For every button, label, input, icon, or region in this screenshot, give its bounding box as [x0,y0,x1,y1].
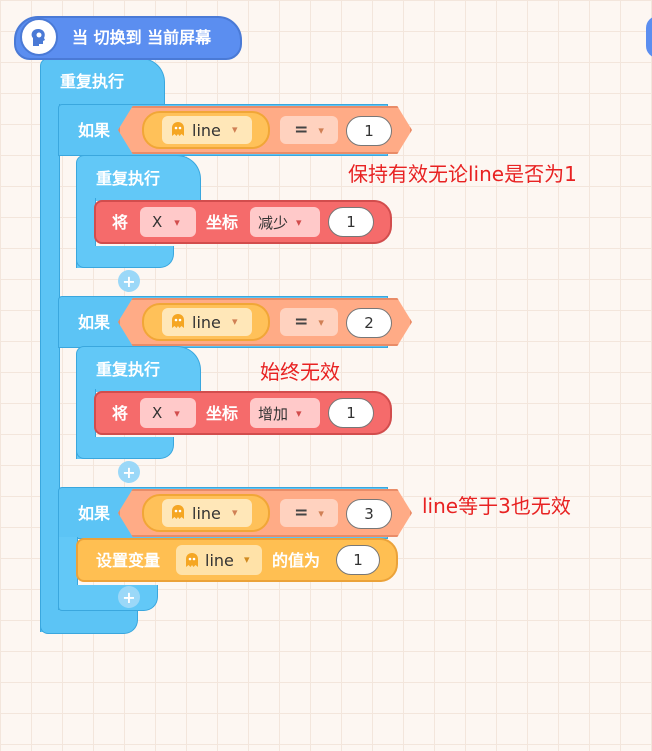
chevron-down-icon: ▾ [232,123,238,136]
if2-inner-loop-label: 重复执行 [96,360,161,379]
set-variable-label: 设置变量 [96,551,161,570]
ghost-icon [170,121,186,137]
if2-var-name: line [192,313,221,332]
plus-icon[interactable]: + [118,586,140,608]
if3-label: 如果 [78,504,111,523]
chevron-down-icon: ▾ [232,315,238,328]
if3-bottom[interactable] [58,585,158,611]
event-label: 当 切换到 当前屏幕 [72,28,212,47]
if3-var-name: line [192,504,221,523]
if1-value-input[interactable]: 1 [346,116,392,146]
chevron-down-icon: ▾ [232,506,238,519]
if1-axis-dropdown[interactable]: X▾ [140,207,196,237]
if1-inner-loop-label: 重复执行 [96,169,161,188]
chevron-down-icon: ▾ [318,506,324,520]
chevron-down-icon: ▾ [296,406,302,420]
if3-operator: = [294,503,309,523]
head-brain-icon [20,18,58,56]
if2-inner-loop-bottom[interactable] [76,437,174,459]
if1-coord-label: 坐标 [206,213,239,232]
chevron-down-icon: ▾ [174,215,180,229]
ghost-icon [184,552,200,568]
if1-var-name: line [192,121,221,140]
if3-operator-dropdown[interactable]: =▾ [280,499,338,527]
if2-operator-dropdown[interactable]: =▾ [280,308,338,336]
offscreen-event-block[interactable] [646,16,652,58]
if1-action-value: 减少 [258,213,289,232]
if2-amount-input[interactable]: 1 [328,398,374,428]
chevron-down-icon: ▾ [244,553,250,566]
if1-motion-verb: 将 [112,213,129,232]
ghost-icon [170,504,186,520]
set-variable-label2: 的值为 [272,551,321,570]
chevron-down-icon: ▾ [318,123,324,137]
chevron-down-icon: ▾ [296,215,302,229]
if1-amount-input[interactable]: 1 [328,207,374,237]
set-variable-value-input[interactable]: 1 [336,545,380,575]
if1-label: 如果 [78,121,111,140]
if2-value-input[interactable]: 2 [346,308,392,338]
outer-loop-label: 重复执行 [60,72,125,91]
if2-coord-label: 坐标 [206,404,239,423]
note-1: 保持有效无论line是否为1 [348,162,577,186]
outer-loop-arm [40,104,60,632]
note-2: 始终无效 [260,360,340,384]
if3-value-input[interactable]: 3 [346,499,392,529]
chevron-down-icon: ▾ [174,406,180,420]
if1-operator: = [294,120,309,140]
if2-motion-verb: 将 [112,404,129,423]
if1-operator-dropdown[interactable]: =▾ [280,116,338,144]
if1-inner-loop-bottom[interactable] [76,246,174,268]
plus-icon[interactable]: + [118,461,140,483]
if2-axis-dropdown[interactable]: X▾ [140,398,196,428]
if2-axis-value: X [152,404,163,422]
note-3: line等于3也无效 [422,494,571,518]
ghost-icon [170,313,186,329]
if2-action-dropdown[interactable]: 增加 ▾ [250,398,320,428]
if1-action-dropdown[interactable]: 减少 ▾ [250,207,320,237]
if1-axis-value: X [152,213,163,231]
if1-inner-loop-block[interactable] [76,155,201,201]
chevron-down-icon: ▾ [318,315,324,329]
plus-icon[interactable]: + [118,270,140,292]
if2-action-value: 增加 [258,404,289,423]
if2-inner-loop-block[interactable] [76,346,201,392]
outer-loop-bottom[interactable] [40,610,138,634]
set-variable-var-name: line [205,551,234,570]
if2-label: 如果 [78,313,111,332]
if2-operator: = [294,312,309,332]
